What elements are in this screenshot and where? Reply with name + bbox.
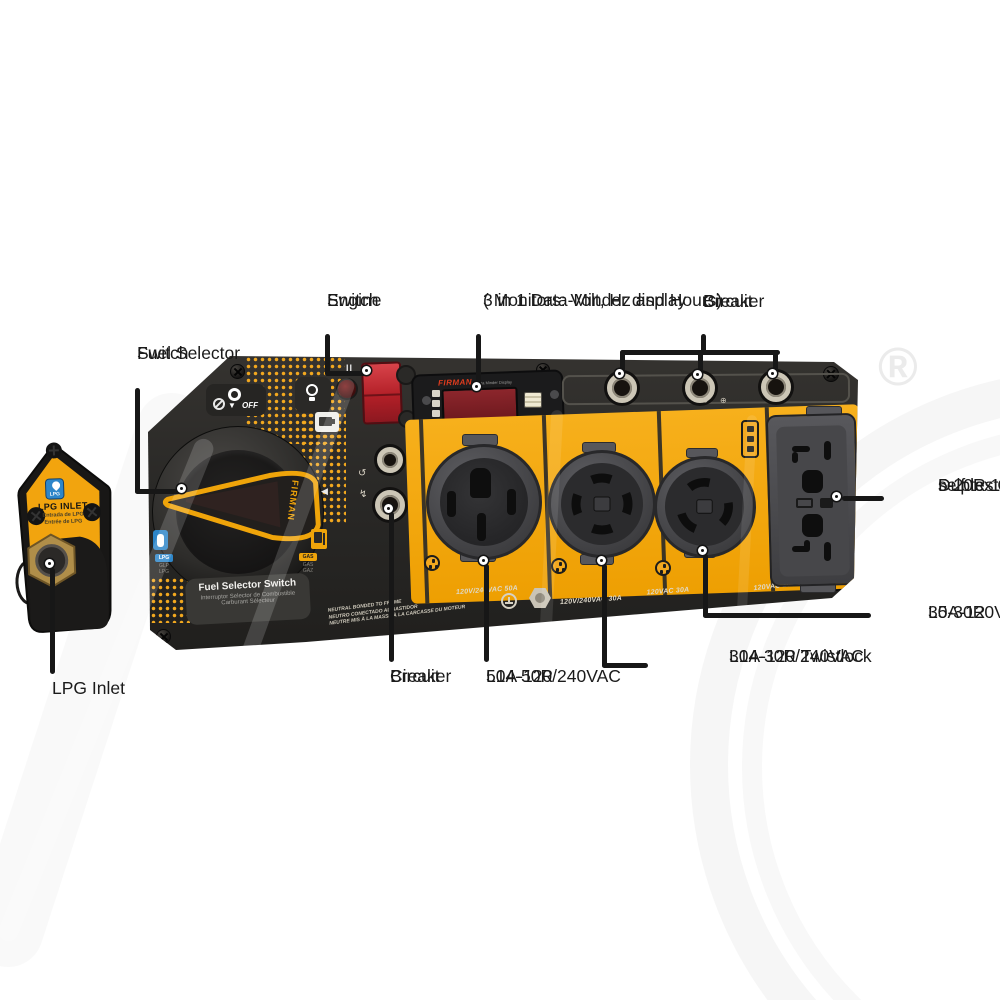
pin-diagram-icon xyxy=(655,560,671,576)
bulb-icon xyxy=(306,384,318,396)
leader-engine-switch xyxy=(325,371,369,376)
flame-icon xyxy=(49,479,62,492)
leader-tip-fuel-selector xyxy=(177,484,186,493)
l5-30r-face xyxy=(664,466,745,547)
leader-circuit-breaker-top xyxy=(698,350,703,376)
circuit-breaker[interactable] xyxy=(761,372,791,402)
leader-engine-switch xyxy=(325,334,330,376)
leader-l14-30r xyxy=(602,663,648,668)
engine-switch-marks: II xyxy=(346,363,354,373)
display-brand: FIRMAN xyxy=(437,377,473,388)
off-arrow-icon: ▼ xyxy=(228,401,236,410)
leader-tip-circuit-breaker-bottom xyxy=(384,504,393,513)
l14-50r-slot xyxy=(477,513,486,541)
gfci-info-badge xyxy=(741,420,759,458)
display-screw xyxy=(550,390,559,399)
leader-data-minder xyxy=(476,334,481,388)
ground-lug-bolt-center xyxy=(535,593,545,603)
leader-lpg-inlet xyxy=(50,568,55,674)
l14-30r-face xyxy=(561,463,643,545)
panel-screw xyxy=(823,366,839,382)
lpg-module-body xyxy=(17,442,112,633)
battery-icon-cell xyxy=(319,417,332,426)
pin-diagram-icon xyxy=(424,555,440,571)
leader-tip-engine-switch xyxy=(362,366,371,375)
leader-tip-circuit-breaker-top xyxy=(768,369,777,378)
leader-l5-30r xyxy=(703,613,871,618)
fuel-selector-handle[interactable] xyxy=(159,467,325,552)
leader-gfci xyxy=(842,496,884,501)
display-side-button[interactable] xyxy=(524,392,542,408)
bulb-icon-base xyxy=(309,397,315,401)
strip-push-icon: ⊕ xyxy=(720,396,727,405)
gfci-face xyxy=(776,425,850,577)
leader-tip-gfci xyxy=(832,492,841,501)
leader-tip-l5-30r xyxy=(698,546,707,555)
bolt-icon: ↯ xyxy=(359,489,368,500)
fuel-pump-icon-hose xyxy=(323,533,325,545)
reset-icon: ↺ xyxy=(358,468,367,479)
lpg-badge: LPG xyxy=(44,478,65,500)
strip-reset-icon: ↺ xyxy=(702,396,709,405)
battery-icon-tip xyxy=(332,419,335,424)
leader-circuit-breaker-bottom xyxy=(389,512,394,662)
gfci-test-button[interactable] xyxy=(796,498,813,508)
l14-50r-slot xyxy=(447,491,456,517)
fuel-pump-icon-body xyxy=(314,532,322,543)
push-reset-breaker[interactable] xyxy=(377,447,403,473)
generator-control-panel: ▼ OFF II ↺ ↯ FIRMAN ◀ xyxy=(148,356,858,650)
gfci-slot xyxy=(824,441,831,460)
display-screw xyxy=(422,396,431,405)
knob-position-arrow: ◀ xyxy=(321,486,328,496)
leader-circuit-breaker-top xyxy=(620,350,625,374)
leader-l5-30r xyxy=(703,554,708,618)
leader-circuit-breaker-top xyxy=(701,334,706,354)
gfci-ground-hole xyxy=(802,514,823,537)
registered-trademark-watermark: ® xyxy=(878,337,918,397)
lock-icon xyxy=(213,398,225,410)
panel-texture xyxy=(150,577,190,623)
panel-screw xyxy=(156,629,171,644)
leader-tip-l14-30r xyxy=(597,556,606,565)
pin-diagram-icon xyxy=(551,558,567,574)
leader-fuel-selector xyxy=(135,489,181,494)
circuit-breaker[interactable] xyxy=(607,373,637,403)
gfci-slot xyxy=(804,540,810,551)
display-button[interactable] xyxy=(432,400,440,407)
gfci-slot xyxy=(792,446,810,452)
leader-tip-data-minder xyxy=(472,382,481,391)
lpg-inlet-module: LPG LPG INLET Entrada de LPG Entrée de L… xyxy=(13,438,124,642)
display-button[interactable] xyxy=(432,390,440,397)
lpg-pill: LPG xyxy=(155,554,173,562)
leader-tip-l14-50r xyxy=(479,556,488,565)
leader-l14-50r xyxy=(484,564,489,662)
l14-50r-slot xyxy=(507,489,516,515)
gas-pill: GAS xyxy=(299,553,317,561)
leader-circuit-breaker-top xyxy=(773,350,778,376)
leader-fuel-selector xyxy=(135,388,140,494)
leader-tip-circuit-breaker-top xyxy=(615,369,624,378)
gfci-ground-hole xyxy=(802,470,823,493)
fuel-selector-plate: Fuel Selector Switch Interruptor Selecto… xyxy=(184,572,312,626)
leader-tip-circuit-breaker-top xyxy=(693,370,702,379)
gfci-reset-button[interactable] xyxy=(820,498,833,508)
panel-screw xyxy=(230,364,245,379)
display-button[interactable] xyxy=(432,410,440,417)
off-label: OFF xyxy=(242,401,258,410)
off-ring-icon xyxy=(228,388,241,401)
leader-l14-30r xyxy=(602,564,607,668)
gfci-slot xyxy=(824,542,831,561)
round-button[interactable] xyxy=(338,380,356,398)
gfci-slot xyxy=(792,546,810,552)
gfci-slot xyxy=(792,452,798,463)
leader-tip-lpg-inlet xyxy=(45,559,54,568)
l14-50r-slot xyxy=(470,468,491,498)
lpg-cylinder-icon-bottle xyxy=(157,534,164,547)
ground-symbol-icon xyxy=(501,593,517,609)
